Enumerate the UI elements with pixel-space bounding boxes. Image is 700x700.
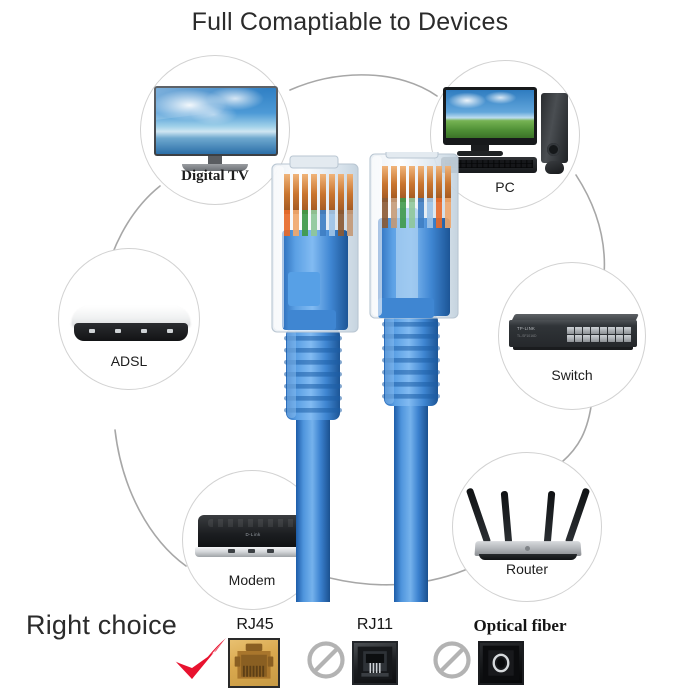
fiber-port-icon (478, 641, 524, 685)
network-switch-icon: TP-LINK TL-SF1016D (499, 263, 645, 409)
option-label-rj45: RJ45 (236, 616, 274, 633)
option-label-rj11: RJ11 (356, 616, 394, 633)
connector-comparison-row: Right choice RJ45 RJ11 Optical fiber (0, 600, 700, 700)
prohibition-icon-rj11 (307, 641, 345, 679)
device-label-modem: Modem (228, 572, 276, 588)
modem-icon: D-Link (183, 471, 321, 609)
wifi-router-icon (453, 453, 601, 601)
device-label-router: Router (505, 561, 549, 577)
device-label-adsl: ADSL (110, 353, 148, 369)
red-check-icon (175, 638, 226, 679)
rj45-ethernet-cable (271, 152, 459, 602)
device-node-switch: TP-LINK TL-SF1016D Switch (498, 262, 646, 410)
device-label-digital-tv: Digital TV (181, 168, 249, 184)
device-node-router: Router (452, 452, 602, 602)
television-icon (141, 56, 289, 204)
rj45-jack-icon (228, 638, 280, 688)
adsl-modem-icon (59, 249, 199, 389)
page-title: Full Comaptiable to Devices (191, 8, 509, 36)
rj11-jack-icon (352, 641, 398, 685)
device-label-pc: PC (495, 179, 515, 195)
device-node-adsl: ADSL (58, 248, 200, 390)
prohibition-icon-optical-fiber (433, 641, 471, 679)
rj45-connector-left (271, 155, 359, 602)
device-node-digital-tv: Digital TV (140, 55, 290, 205)
rj45-connector-right (369, 152, 459, 602)
right-choice-label: Right choice (26, 610, 177, 640)
device-label-switch: Switch (551, 367, 593, 383)
device-node-pc: PC (430, 60, 580, 210)
option-label-optical-fiber: Optical fiber (473, 616, 567, 635)
desktop-computer-icon (431, 61, 579, 209)
